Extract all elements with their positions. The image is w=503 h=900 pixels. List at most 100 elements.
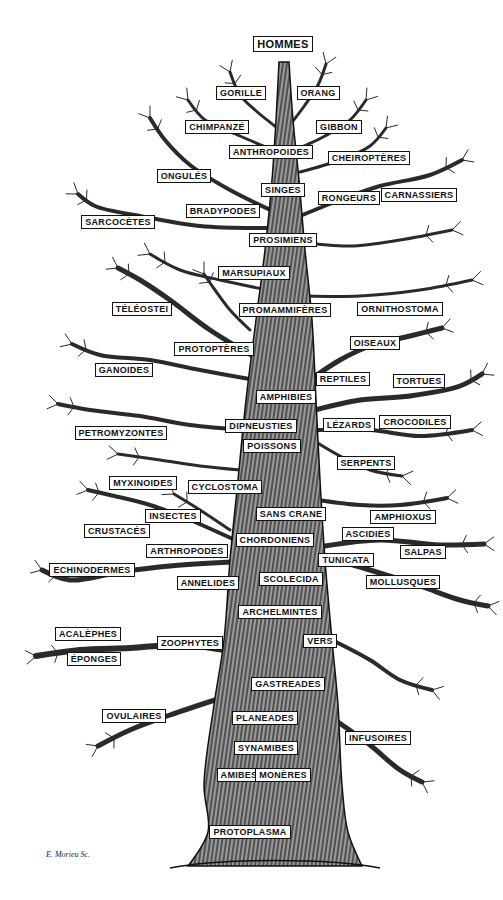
taxon-name: CYCLOSTOMA <box>192 482 259 492</box>
taxon-name: DIPNEUSTIES <box>229 421 292 431</box>
taxon-name: MOLLUSQUES <box>370 577 437 587</box>
tree-twig <box>84 340 86 350</box>
taxon-name: CARNASSIERS <box>385 190 454 200</box>
taxon-name: SERPENTS <box>341 458 392 468</box>
taxon-label: DIPNEUSTIES <box>225 419 296 433</box>
taxon-label: PROMAMMIFÈRES <box>239 303 332 317</box>
tree-twig <box>323 52 326 64</box>
tree-twig <box>235 75 241 83</box>
taxon-label: ASCIDIES <box>342 527 395 541</box>
tree-twig <box>416 685 419 695</box>
taxon-name: SANS CRANE <box>260 509 323 519</box>
taxon-label: CARNASSIERS <box>381 188 458 202</box>
tree-twig <box>35 560 42 570</box>
taxon-name: OVULAIRES <box>106 711 161 721</box>
taxon-name: MYXINOIDES <box>113 478 173 488</box>
taxon-label: REPTILES <box>316 372 370 386</box>
taxon-label: CYCLOSTOMA <box>188 480 263 494</box>
tree-twig <box>55 653 58 662</box>
tree-twig <box>187 110 197 112</box>
taxon-name: GANOIDES <box>99 365 149 375</box>
tree-twig <box>472 430 483 436</box>
tree-twig <box>52 645 58 653</box>
tree-branch <box>72 344 255 380</box>
tree-twig <box>354 101 358 110</box>
tree-twig <box>86 744 98 746</box>
taxon-name: PROSIMIENS <box>253 235 313 245</box>
tree-twig <box>322 72 332 74</box>
tree-twig <box>187 88 188 100</box>
tree-twig <box>386 125 398 128</box>
tree-branch <box>300 160 462 216</box>
tree-twig <box>447 490 456 498</box>
taxon-name: ZOOPHYTES <box>161 638 219 648</box>
taxon-name: HOMMES <box>257 38 308 51</box>
taxon-label: ÉPONGES <box>67 652 122 666</box>
tree-branch <box>316 442 402 476</box>
taxon-label: OVULAIRES <box>102 709 165 723</box>
taxon-name: REPTILES <box>320 374 366 384</box>
taxon-name: VERS <box>307 636 333 646</box>
taxon-name: CHORDONIENS <box>240 535 311 545</box>
taxon-label: ANTHROPOIDES <box>229 145 313 159</box>
taxon-label: ORANG <box>297 86 340 100</box>
taxon-label: ARCHELMINTES <box>238 605 321 619</box>
taxon-label: MOLLUSQUES <box>366 575 441 589</box>
taxon-name: BRADYPODES <box>190 206 257 216</box>
taxon-label: CRUSTACÉS <box>84 524 150 538</box>
taxon-label: SINGES <box>261 183 305 197</box>
tree-twig <box>402 476 410 484</box>
tree-twig <box>411 776 413 786</box>
tree-twig <box>446 168 454 173</box>
tree-twig <box>488 601 499 606</box>
tree-twig <box>74 183 78 194</box>
tree-twig <box>50 396 58 404</box>
taxon-label: ARTHROPODES <box>146 544 227 558</box>
tree-twig <box>474 595 480 603</box>
tree-twig <box>424 502 431 510</box>
tree-twig <box>105 733 114 738</box>
taxon-label: ORNITHOSTOMA <box>357 302 442 316</box>
taxon-label: HOMMES <box>253 36 312 53</box>
taxon-label: ECHINODERMES <box>49 563 134 577</box>
taxon-label: PROTOPLASMA <box>209 825 290 839</box>
tree-twig <box>366 88 368 100</box>
taxon-label: POISSONS <box>243 439 300 453</box>
taxon-label: SERPENTS <box>337 456 396 470</box>
taxon-name: PROTOPLASMA <box>213 827 286 837</box>
tree-twig <box>426 332 433 339</box>
tree-twig <box>162 494 174 496</box>
tree-twig <box>326 57 336 64</box>
taxon-name: SINGES <box>265 185 301 195</box>
tree-branch <box>88 490 235 540</box>
tree-branch <box>318 498 447 506</box>
tree-twig <box>225 82 235 84</box>
taxon-label: TÉLÉOSTEI <box>112 302 173 316</box>
taxon-label: ZOOPHYTES <box>157 636 223 650</box>
taxon-label: GIBBON <box>316 120 362 134</box>
tree-twig <box>452 221 460 230</box>
taxon-name: ARCHELMINTES <box>242 607 317 617</box>
tree-twig <box>402 471 413 476</box>
taxon-name: GORILLE <box>220 88 262 98</box>
tree-twig <box>148 129 158 130</box>
tree-twig <box>484 537 494 544</box>
tree-branch <box>300 230 452 246</box>
tree-twig <box>200 282 210 283</box>
taxon-label: BRADYPODES <box>186 204 261 218</box>
taxon-name: ORNITHOSTOMA <box>361 304 438 314</box>
tree-twig <box>422 781 434 782</box>
tree-twig <box>472 422 481 430</box>
ground-line <box>170 861 380 869</box>
tree-twig <box>220 66 230 72</box>
taxon-name: SALPAS <box>404 547 442 557</box>
tree-branch <box>98 700 215 746</box>
taxon-name: ASCIDIES <box>346 529 391 539</box>
tree-twig <box>176 97 188 100</box>
tree-twig <box>446 158 447 168</box>
taxon-name: ONGULÉS <box>161 171 208 181</box>
tree-twig <box>446 433 452 441</box>
tree-twig <box>144 243 150 254</box>
taxon-label: AMPHIOXUS <box>370 510 435 524</box>
tree-twig <box>133 457 139 465</box>
